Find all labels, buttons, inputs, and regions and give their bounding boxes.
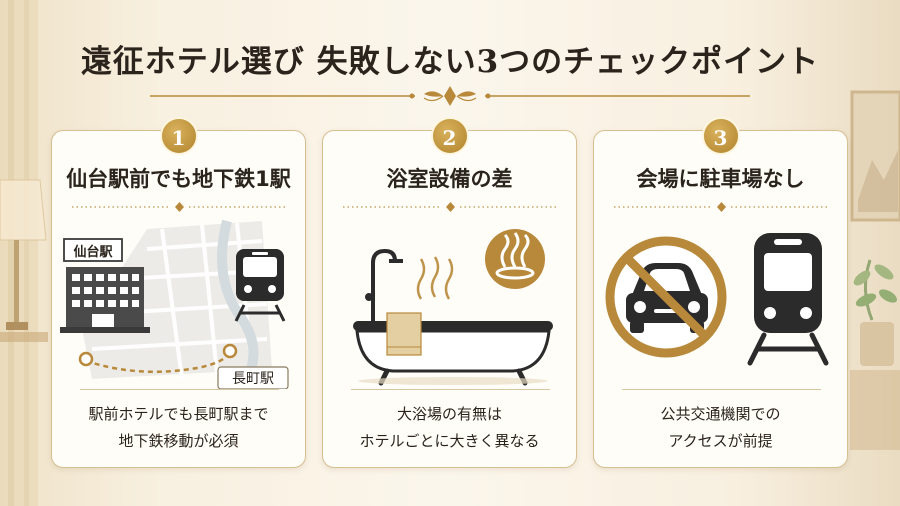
no-car-icon [605,236,727,358]
number-badge: 3 [701,117,740,155]
desc-line: 地下鉄移動が必須 [118,432,239,450]
card-description: 大浴場の有無は ホテルごとに大きく異なる [323,401,576,455]
card-separator [622,389,821,390]
towel-icon [386,312,422,356]
bath-illustration [353,229,553,386]
card-divider [72,202,287,212]
desc-line: ホテルごとに大きく異なる [359,432,540,450]
transport-illustration [605,233,829,366]
card-title: 仙台駅前でも地下鉄1駅 [66,167,291,191]
checkpoint-card-2: 2 浴室設備の差 [322,117,577,468]
card-description: 駅前ホテルでも長町駅まで 地下鉄移動が必須 [52,401,305,455]
card-divider [614,202,829,212]
number-badge: 2 [430,117,469,155]
train-icon [747,233,829,366]
card-title: 浴室設備の差 [386,167,513,191]
plant-icon [853,259,898,366]
number-badge: 1 [159,117,198,155]
desc-line: 大浴場の有無は [396,405,502,423]
desc-line: アクセスが前提 [668,432,773,450]
card-divider [343,202,558,212]
map-icon [82,219,272,382]
checkpoint-card-1: 1 仙台駅前でも地下鉄1駅 仙台駅 [51,117,306,468]
card-description: 公共交通機関での アクセスが前提 [594,401,847,455]
lamp-icon [0,179,47,330]
building-label: 仙台駅 [73,244,113,260]
title-divider [150,86,750,106]
checkpoint-card-3: 3 会場に駐車場なし 公共交通機関での [593,117,848,468]
building-icon: 仙台駅 [60,238,150,333]
wall-picture [850,90,900,222]
steam-icon [416,256,454,300]
card-separator [80,389,279,390]
card-separator [351,389,550,390]
hot-spring-icon [485,229,545,289]
subway-train-icon [234,249,286,322]
desc-line: 駅前ホテルでも長町駅まで [88,405,269,423]
card-title: 会場に駐車場なし [636,167,805,191]
subway-illustration: 仙台駅 長町駅 [60,219,289,389]
page-title: 遠征ホテル選び 失敗しない3つのチェックポイント [80,44,820,80]
desc-line: 公共交通機関での [660,405,781,423]
station-label: 長町駅 [232,371,274,387]
